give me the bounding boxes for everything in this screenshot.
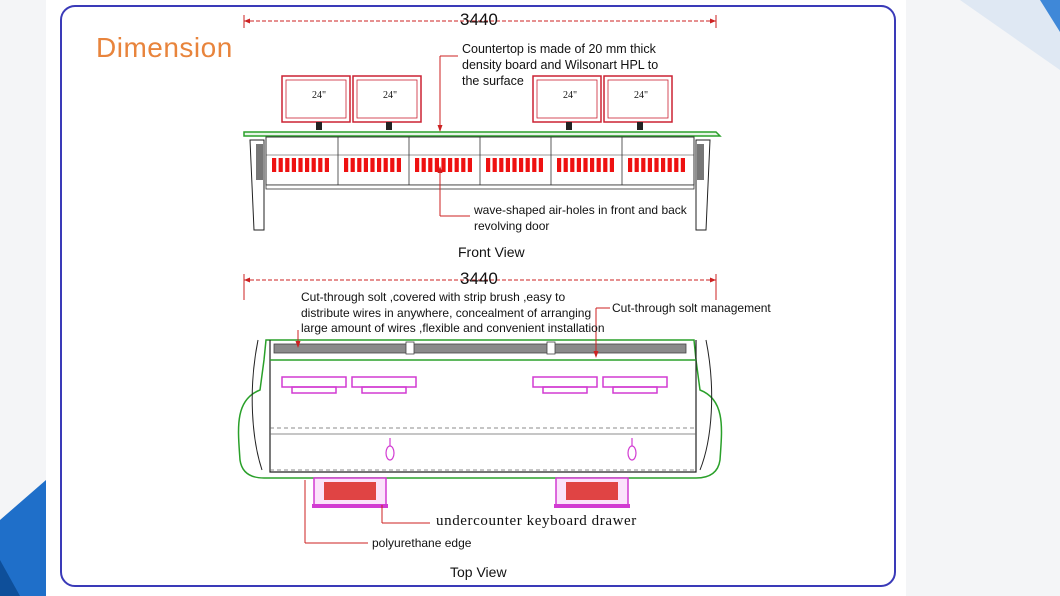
air-hole-slot — [486, 158, 491, 172]
cutthrough-note: Cut-through solt ,covered with strip bru… — [301, 290, 605, 337]
air-hole-slot — [576, 158, 581, 172]
page-title: Dimension — [96, 32, 233, 63]
keyboard-drawer-left — [312, 477, 388, 508]
air-hole-slot — [603, 158, 608, 172]
countertop-note: Countertop is made of 20 mm thick densit… — [462, 41, 658, 89]
monitor-label-1: 24" — [312, 90, 327, 101]
air-hole-slot — [285, 158, 290, 172]
corner-decoration-top-right — [960, 0, 1060, 70]
monitor-2 — [352, 75, 422, 130]
air-hole-slot — [609, 158, 614, 172]
air-hole-slot — [415, 158, 420, 172]
monitor-1 — [281, 75, 351, 130]
airholes-note: wave-shaped air-holes in front and back … — [474, 202, 687, 234]
air-hole-slot — [563, 158, 568, 172]
polyurethane-edge-note: polyurethane edge — [372, 536, 472, 550]
air-hole-slot — [291, 158, 296, 172]
air-hole-slot — [525, 158, 530, 172]
airholes-note-line-2: revolving door — [474, 219, 550, 233]
air-hole-slot — [661, 158, 666, 172]
air-hole-slot — [634, 158, 639, 172]
air-hole-slot — [596, 158, 601, 172]
cutthrough-note-line-3: large amount of wires ,flexible and conv… — [301, 321, 605, 335]
air-hole-slot — [680, 158, 685, 172]
air-hole-slot — [421, 158, 426, 172]
top-view-mice — [385, 438, 637, 461]
air-hole-slot — [461, 158, 466, 172]
air-hole-slot — [532, 158, 537, 172]
air-hole-slot — [298, 158, 303, 172]
air-hole-slot — [357, 158, 362, 172]
monitor-label-4: 24" — [634, 90, 649, 101]
air-hole-slot — [324, 158, 329, 172]
air-hole-slot — [441, 158, 446, 172]
air-hole-slot — [434, 158, 439, 172]
air-hole-slot — [383, 158, 388, 172]
top-countertop-outline — [237, 339, 723, 479]
air-hole-slot — [641, 158, 646, 172]
front-countertop — [243, 131, 722, 137]
corner-accent-bottom-left — [0, 480, 46, 596]
countertop-note-line-3: the surface — [462, 74, 524, 88]
air-hole-slot — [492, 158, 497, 172]
top-view-drawing — [237, 274, 723, 544]
cutthrough-note-line-1: Cut-through solt ,covered with strip bru… — [301, 290, 566, 304]
keyboard-drawer-note: undercounter keyboard drawer — [436, 513, 637, 529]
air-hole-slot — [557, 158, 562, 172]
air-hole-slot — [396, 158, 401, 172]
air-hole-slot — [448, 158, 453, 172]
air-hole-slot — [454, 158, 459, 172]
monitor-label-2: 24" — [383, 90, 398, 101]
air-hole-slot — [370, 158, 375, 172]
air-hole-slot — [590, 158, 595, 172]
air-hole-slot — [654, 158, 659, 172]
air-hole-slot — [318, 158, 323, 172]
monitor-4 — [603, 75, 673, 130]
air-hole-slot — [350, 158, 355, 172]
air-hole-slot — [428, 158, 433, 172]
monitor-3 — [532, 75, 602, 130]
air-hole-slot — [311, 158, 316, 172]
air-hole-slot — [628, 158, 633, 172]
cable-slot-strip — [273, 343, 687, 354]
air-hole-slot — [538, 158, 543, 172]
air-hole-slot — [278, 158, 283, 172]
air-hole-slot — [583, 158, 588, 172]
air-hole-slot — [390, 158, 395, 172]
air-hole-slot — [570, 158, 575, 172]
air-hole-slot — [363, 158, 368, 172]
air-hole-slot — [344, 158, 349, 172]
monitor-label-3: 24" — [563, 90, 578, 101]
air-hole-slot — [674, 158, 679, 172]
slot-management-note: Cut-through solt management — [612, 301, 771, 315]
airholes-note-line-1: wave-shaped air-holes in front and back — [474, 203, 687, 217]
countertop-note-line-1: Countertop is made of 20 mm thick — [462, 42, 656, 56]
top-view-label: Top View — [450, 564, 507, 580]
top-dimension-label: 3440 — [460, 269, 498, 288]
keyboard-drawer-right — [554, 477, 630, 508]
air-hole-slot — [667, 158, 672, 172]
air-hole-slot — [499, 158, 504, 172]
air-hole-slot — [272, 158, 277, 172]
air-hole-slot — [305, 158, 310, 172]
front-air-holes — [272, 158, 685, 172]
countertop-note-line-2: density board and Wilsonart HPL to — [462, 58, 659, 72]
air-hole-slot — [377, 158, 382, 172]
air-hole-slot — [647, 158, 652, 172]
air-hole-slot — [512, 158, 517, 172]
air-hole-slot — [505, 158, 510, 172]
cutthrough-note-line-2: distribute wires in anywhere, concealmen… — [301, 305, 592, 320]
front-view-drawing — [243, 15, 722, 231]
front-dimension-label: 3440 — [460, 10, 498, 29]
corner-accent-top-right — [990, 0, 1060, 32]
air-hole-slot — [467, 158, 472, 172]
front-view-label: Front View — [458, 244, 525, 260]
air-hole-slot — [519, 158, 524, 172]
top-view-monitors — [281, 376, 668, 394]
